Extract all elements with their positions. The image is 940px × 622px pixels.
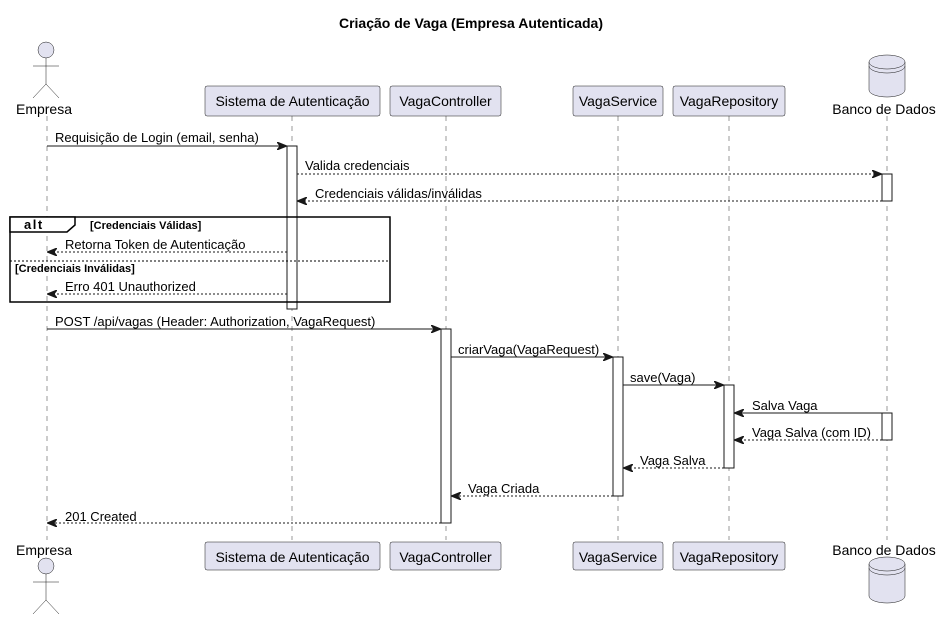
participant-repository-bottom: VagaRepository <box>672 541 786 571</box>
message-12: Vaga Criada <box>452 481 613 496</box>
message-13: 201 Created <box>48 509 441 524</box>
message-label: Retorna Token de Autenticação <box>65 237 245 252</box>
message-6: POST /api/vagas (Header: Authorization, … <box>47 314 440 329</box>
activation-db-1 <box>881 173 893 202</box>
database-db-bottom: Banco de Dados <box>832 542 936 604</box>
message-label: Salva Vaga <box>752 398 818 413</box>
message-10: Vaga Salva (com ID) <box>735 425 882 440</box>
message-2: Valida credenciais <box>297 158 881 174</box>
message-4: Retorna Token de Autenticação <box>48 237 287 252</box>
participant-label-repository: VagaRepository <box>680 93 779 109</box>
diagram-title: Criação de Vaga (Empresa Autenticada) <box>339 15 603 31</box>
alt-frame-tab <box>9 216 76 233</box>
participant-label-controller: VagaController <box>399 93 492 109</box>
participant-label-controller: VagaController <box>399 549 492 565</box>
activation-service <box>612 356 624 497</box>
activation-db-2 <box>881 412 893 441</box>
message-label: POST /api/vagas (Header: Authorization, … <box>55 314 375 329</box>
participant-auth-bottom: Sistema de Autenticação <box>204 541 381 571</box>
participant-label-service: VagaService <box>579 549 658 565</box>
participant-auth-top: Sistema de Autenticação <box>204 85 381 117</box>
message-label: 201 Created <box>65 509 137 524</box>
participant-label-auth: Sistema de Autenticação <box>215 549 369 565</box>
message-label: Vaga Salva <box>640 453 706 468</box>
message-11: Vaga Salva <box>624 453 724 468</box>
message-label: criarVaga(VagaRequest) <box>458 342 599 357</box>
participant-service-bottom: VagaService <box>572 541 664 571</box>
participant-label-empresa: Empresa <box>16 542 72 558</box>
activation-controller <box>440 328 452 524</box>
message-label: Requisição de Login (email, senha) <box>55 130 259 145</box>
activations <box>286 145 893 524</box>
participant-label-service: VagaService <box>579 93 658 109</box>
alt-guard-valid: [Credenciais Válidas] <box>90 220 202 232</box>
participant-controller-top: VagaController <box>389 85 502 117</box>
alt-frame: alt [Credenciais Válidas] [Credenciais I… <box>9 216 391 303</box>
participant-label-repository: VagaRepository <box>680 549 779 565</box>
message-9: Salva Vaga <box>735 398 882 413</box>
message-label: save(Vaga) <box>630 370 696 385</box>
participant-service-top: VagaService <box>572 85 664 117</box>
alt-label: alt <box>24 217 44 232</box>
activation-repository <box>723 384 735 469</box>
participant-label-empresa: Empresa <box>16 101 72 117</box>
alt-guard-invalid: [Credenciais Inválidas] <box>15 263 135 275</box>
activation-auth <box>286 145 298 310</box>
message-label: Vaga Criada <box>468 481 540 496</box>
message-label: Valida credenciais <box>305 158 410 173</box>
participant-label-db: Banco de Dados <box>832 542 936 558</box>
database-db-top: Banco de Dados <box>832 54 936 117</box>
message-label: Erro 401 Unauthorized <box>65 279 196 294</box>
message-label: Credenciais válidas/inválidas <box>315 186 482 201</box>
participant-controller-bottom: VagaController <box>389 541 502 571</box>
message-label: Vaga Salva (com ID) <box>752 425 871 440</box>
database-icon <box>868 556 906 604</box>
message-7: criarVaga(VagaRequest) <box>451 342 612 357</box>
message-3: Credenciais válidas/inválidas <box>298 186 882 201</box>
actor-icon <box>32 557 60 615</box>
message-1: Requisição de Login (email, senha) <box>47 130 286 146</box>
actor-icon <box>32 41 60 99</box>
participant-repository-top: VagaRepository <box>672 85 786 117</box>
actor-empresa-top: Empresa <box>16 41 72 117</box>
message-5: Erro 401 Unauthorized <box>48 279 287 294</box>
participant-label-db: Banco de Dados <box>832 101 936 117</box>
participant-label-auth: Sistema de Autenticação <box>215 93 369 109</box>
actor-empresa-bottom: Empresa <box>16 542 72 615</box>
message-8: save(Vaga) <box>623 370 723 385</box>
database-icon <box>868 54 906 98</box>
